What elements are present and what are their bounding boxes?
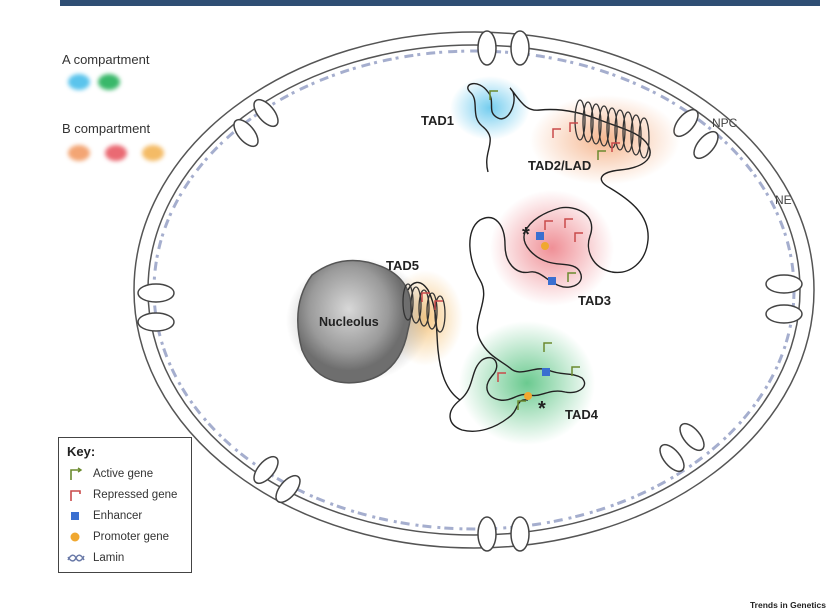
- a-compartment-swatch-green: [98, 74, 120, 90]
- nucleolus-body: [297, 259, 412, 384]
- repressed-gene-icon: [70, 489, 81, 501]
- lamin-icon: [67, 554, 85, 562]
- tad3-star-marker: *: [522, 224, 530, 246]
- promoter-markers: [524, 242, 549, 400]
- active-gene-icon: [70, 466, 83, 480]
- key-item-enhancer: Enhancer: [67, 505, 183, 526]
- b-compartment-swatch-red: [105, 145, 127, 161]
- key-item-label: Enhancer: [93, 509, 143, 522]
- tad2-b-compartment-glow: [530, 95, 680, 185]
- repressed-gene-markers: [421, 122, 620, 382]
- npc-label: NPC: [712, 116, 738, 130]
- promoter-icon: [70, 532, 80, 541]
- nucleolus-label: Nucleolus: [319, 315, 379, 329]
- tad4-label: TAD4: [565, 407, 598, 422]
- tad2-label: TAD2/LAD: [528, 158, 592, 173]
- key-item-promoter-gene: Promoter gene: [67, 526, 183, 547]
- tad2-coil: [574, 99, 650, 159]
- a-compartment-title: A compartment: [62, 52, 150, 67]
- ne-label: NE: [775, 193, 792, 207]
- enhancer-icon: [71, 511, 79, 520]
- a-compartment-swatch-blue: [68, 74, 90, 90]
- nuclear-pore-complexes: [137, 30, 803, 552]
- enhancer-markers: [536, 232, 556, 376]
- key-item-label: Promoter gene: [93, 530, 170, 543]
- key-item-label: Active gene: [93, 467, 154, 480]
- key-item-lamin: Lamin: [67, 547, 183, 568]
- tad5-label: TAD5: [386, 258, 419, 273]
- tad4-a-compartment-glow: [459, 321, 595, 445]
- tad5-coil: [402, 283, 446, 333]
- active-gene-markers: [489, 90, 606, 410]
- tad3-b-compartment-glow: [490, 190, 614, 306]
- key-item-label: Lamin: [93, 551, 125, 564]
- b-compartment-swatch-orange: [68, 145, 90, 161]
- key-item-repressed-gene: Repressed gene: [67, 484, 183, 505]
- journal-credit: Trends in Genetics: [749, 600, 826, 610]
- top-border-bar: [60, 0, 820, 6]
- b-compartment-swatch-yellow: [142, 145, 164, 161]
- tad1-label: TAD1: [421, 113, 454, 128]
- key-item-label: Repressed gene: [93, 488, 178, 501]
- key-item-active-gene: Active gene: [67, 463, 183, 484]
- key-legend: Key: Active gene Repressed gene Enhancer…: [58, 437, 192, 573]
- b-compartment-title: B compartment: [62, 121, 151, 136]
- tad4-star-marker: *: [538, 398, 546, 420]
- key-title: Key:: [67, 444, 96, 459]
- tad3-label: TAD3: [578, 293, 611, 308]
- tad1-a-compartment-glow: [450, 76, 530, 140]
